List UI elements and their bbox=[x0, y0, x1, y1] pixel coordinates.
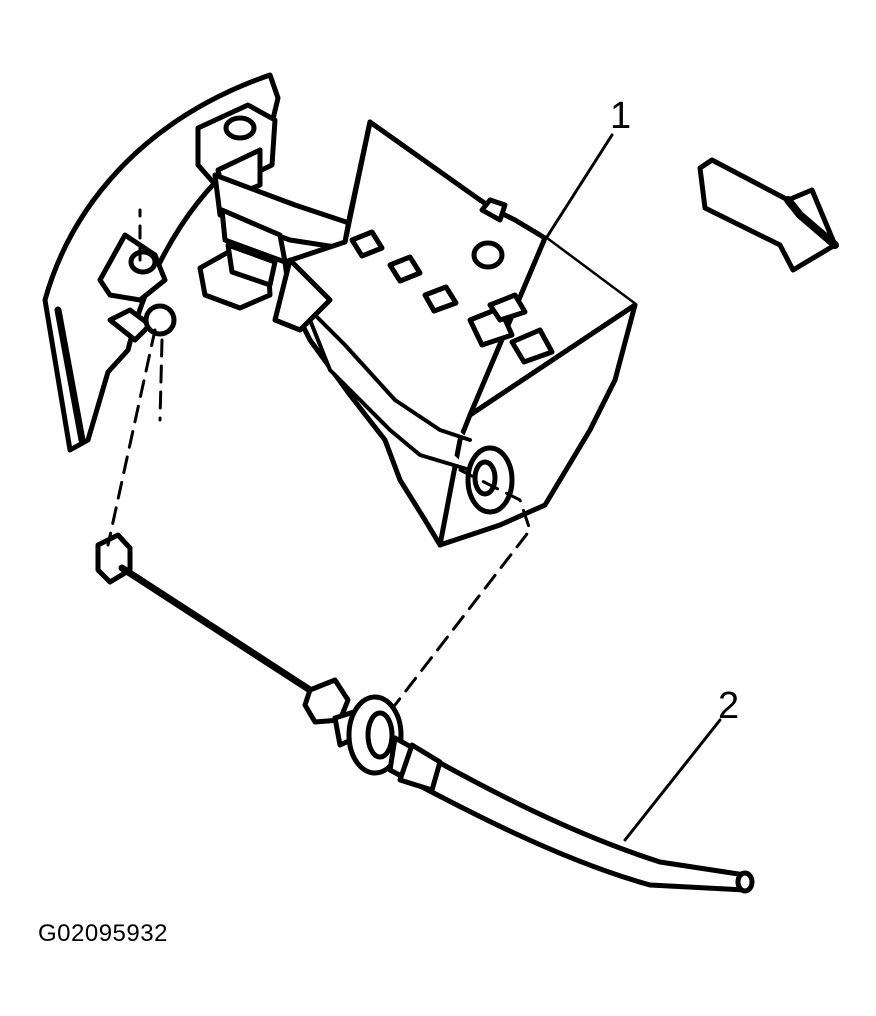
figure-id: G02095932 bbox=[38, 920, 168, 947]
front-arrow-icon bbox=[697, 157, 839, 273]
callout-1: 1 bbox=[610, 95, 631, 137]
assembly-lines bbox=[106, 328, 532, 707]
bracket-assembly bbox=[272, 119, 638, 548]
leader-lines bbox=[543, 133, 722, 842]
cable bbox=[118, 564, 755, 894]
cable-end-fitting bbox=[95, 532, 133, 585]
pivot-mount bbox=[97, 208, 177, 343]
hinge-upper bbox=[195, 102, 278, 203]
callout-2: 2 bbox=[718, 685, 739, 727]
